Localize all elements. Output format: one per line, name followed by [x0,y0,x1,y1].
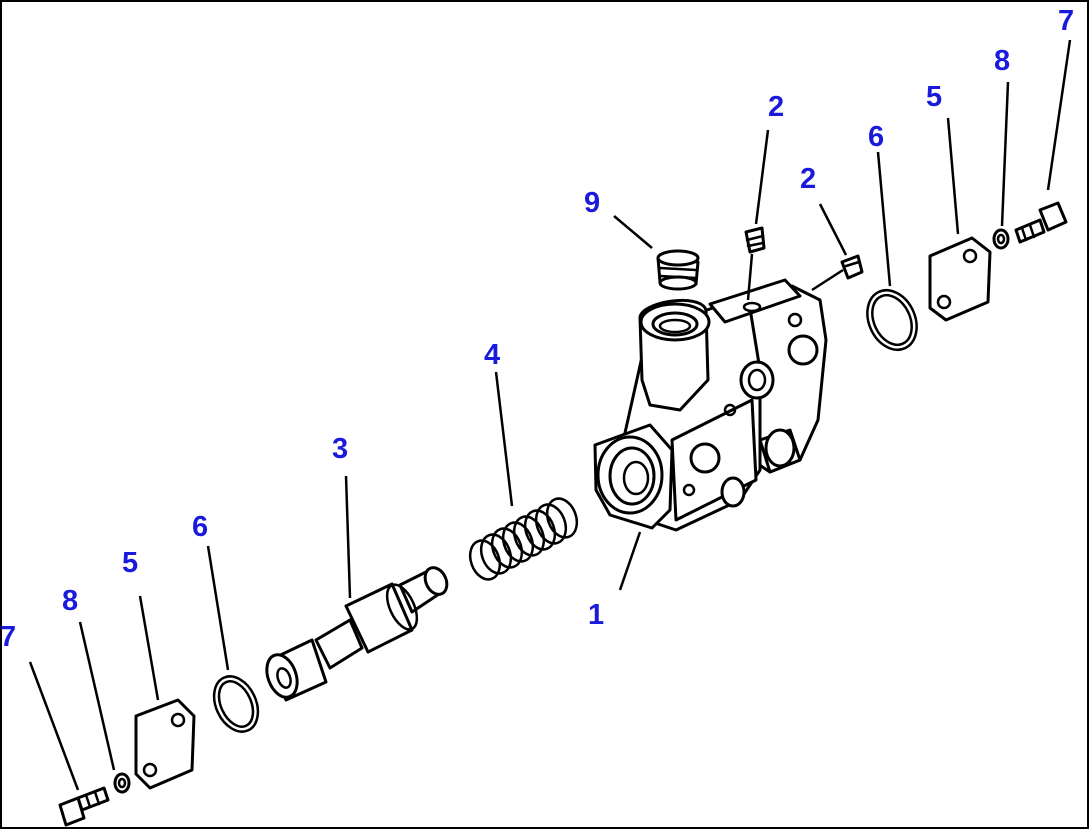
leader-2a-extension [746,253,754,301]
leader-7b [28,661,80,791]
leader-2a [754,129,770,225]
callout-6-right: 6 [868,121,884,153]
spring [468,497,579,581]
callout-9: 9 [584,187,600,219]
bolt-right [1014,201,1068,244]
leader-7a [1046,39,1072,191]
o-ring-right-inner [871,293,913,347]
callout-5-left: 5 [122,547,138,579]
washer-right [992,228,1010,250]
callout-6-left: 6 [192,511,208,543]
leader-5b [138,595,160,701]
leader-9 [613,215,653,249]
o-ring-left-inner [217,680,255,728]
leader-3 [344,475,352,599]
small-plug-top [744,226,766,254]
leader-6a [876,151,892,287]
washer-right-hole [996,233,1006,245]
leader-5a [946,117,960,235]
small-plug-right [840,254,864,280]
callout-3: 3 [332,433,348,465]
bolt-left [58,786,110,827]
o-ring-right [866,289,918,351]
callout-1: 1 [588,599,604,631]
leader-2b-extension [811,268,844,292]
callout-8-left: 8 [62,585,78,617]
spool [265,566,449,702]
washer-left-hole [117,777,127,789]
plug [656,249,700,291]
valve-body [593,278,828,532]
cover-left [134,698,196,790]
washer-left [113,772,131,794]
leader-2b [818,203,848,256]
leader-6b [206,545,230,671]
callout-2-top: 2 [768,91,784,123]
callout-7-right: 7 [1058,5,1074,37]
callout-4: 4 [484,339,500,371]
leader-8b [78,621,116,771]
callout-5-right: 5 [926,81,942,113]
callout-8-right: 8 [994,45,1010,77]
leader-8a [1000,81,1010,227]
cover-right [928,236,992,322]
o-ring-left [212,675,260,733]
leader-4 [494,371,514,507]
callout-2-right: 2 [800,163,816,195]
callout-7-left: 7 [0,621,16,653]
leader-1 [618,531,642,591]
